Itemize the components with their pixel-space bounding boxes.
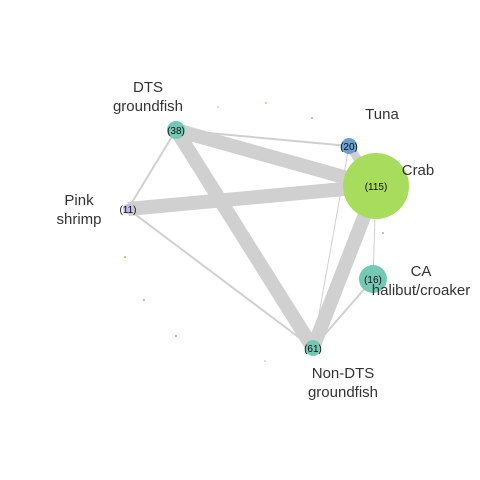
node-dts[interactable]: (38) <box>167 121 185 139</box>
node-nondts[interactable]: (61) <box>304 340 322 356</box>
node-label-line: Crab <box>402 162 435 179</box>
edge-ca-nondts <box>312 278 374 349</box>
node-label-line: halibut/croaker <box>372 282 470 299</box>
stray-dot <box>382 232 384 234</box>
node-count-tuna: (20) <box>340 142 358 153</box>
edges-layer <box>127 123 383 352</box>
node-label-line: DTS <box>133 79 163 96</box>
stray-dots-layer <box>124 102 384 362</box>
node-count-pink: (11) <box>119 205 136 216</box>
node-label-nondts: Non-DTS groundfish <box>308 365 378 401</box>
stray-dot <box>311 117 313 119</box>
stray-dot <box>217 106 219 108</box>
edge-tuna-nondts <box>312 145 350 349</box>
node-circle-dts[interactable] <box>167 121 185 139</box>
edge-dts-nondts <box>170 126 319 352</box>
node-label-line: Non-DTS <box>312 365 375 382</box>
node-count-nondts: (61) <box>304 344 322 355</box>
stray-dot <box>143 299 145 301</box>
nodes-layer: (38) (20) (115) (11) (16) (61) <box>119 121 409 356</box>
node-circle-tuna[interactable] <box>341 138 357 154</box>
edge-dts-pink <box>127 129 177 210</box>
stray-dot <box>265 102 267 104</box>
node-circle-crab[interactable] <box>343 153 409 219</box>
node-label-tuna: Tuna <box>365 106 399 123</box>
node-pink[interactable]: (11) <box>119 204 137 216</box>
edge-dts-tuna <box>175 129 350 147</box>
node-label-line: CA <box>411 263 432 280</box>
node-circle-ca[interactable] <box>359 265 387 293</box>
node-label-line: Pink <box>64 192 94 209</box>
edge-pink-crab <box>127 179 377 216</box>
node-ca[interactable]: (16) <box>359 265 387 293</box>
edge-dts-crab <box>174 123 378 193</box>
node-label-dts: DTS groundfish <box>113 79 183 115</box>
node-label-line: groundfish <box>113 98 183 115</box>
node-label-pink: Pink shrimp <box>56 192 101 228</box>
stray-dot <box>175 335 177 337</box>
stray-dot <box>264 360 266 362</box>
edge-pink-nondts <box>127 208 314 349</box>
node-label-line: groundfish <box>308 384 378 401</box>
node-label-crab: Crab <box>402 162 435 179</box>
node-label-line: Tuna <box>365 106 399 123</box>
node-count-dts: (38) <box>167 126 185 137</box>
node-tuna[interactable]: (20) <box>340 138 358 154</box>
node-circle-pink[interactable] <box>123 204 133 214</box>
node-crab[interactable]: (115) <box>343 153 409 219</box>
node-label-ca: CA halibut/croaker <box>372 263 470 299</box>
node-count-crab: (115) <box>365 182 388 193</box>
node-circle-nondts[interactable] <box>305 340 321 356</box>
node-count-ca: (16) <box>364 275 382 286</box>
stray-dot <box>124 256 126 258</box>
node-label-line: shrimp <box>56 211 101 228</box>
